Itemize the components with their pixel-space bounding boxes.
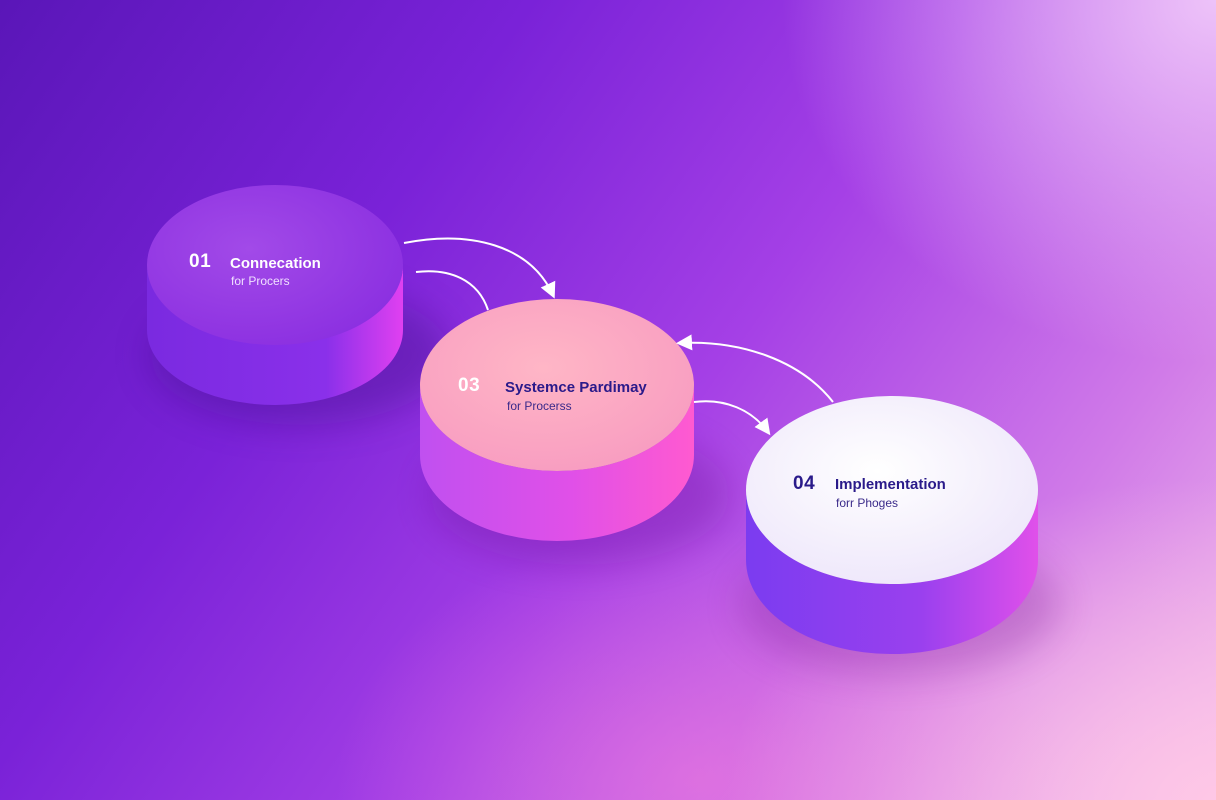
- arrow-1-to-2-inner: [415, 270, 489, 311]
- step-2-title: Systemce Pardimay: [505, 379, 647, 396]
- step-1-subtitle: for Procers: [231, 274, 290, 288]
- arrow-3-to-2: [676, 334, 834, 403]
- step-1-number: 01: [189, 251, 212, 272]
- step-1-title: Connecation: [230, 255, 321, 272]
- step-3-disc: [746, 396, 1038, 654]
- step-3-subtitle: forr Phoges: [836, 496, 899, 510]
- step-2-subtitle: for Procerss: [507, 399, 572, 413]
- step-1-disc: [147, 185, 403, 405]
- arrow-1-to-2: [403, 237, 556, 299]
- step-3-number: 04: [793, 473, 816, 494]
- arrow-2-to-3: [693, 400, 771, 436]
- step-3-title: Implementation: [835, 476, 946, 493]
- step-2-number: 03: [458, 375, 481, 396]
- step-2-disc: [420, 299, 694, 541]
